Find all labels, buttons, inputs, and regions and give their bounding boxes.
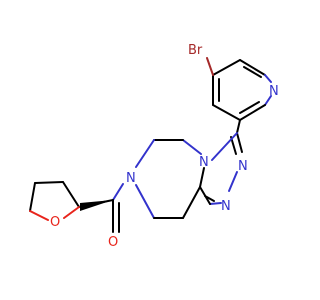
bond	[182, 139, 202, 155]
bond	[239, 104, 266, 121]
piperazine-nitrogen-label: N	[126, 171, 136, 186]
bromine-label: Br	[188, 43, 203, 58]
piperazine-ring	[135, 139, 202, 219]
bond	[112, 183, 124, 201]
bond	[212, 104, 241, 121]
fused-nitrogen-label: N	[199, 155, 209, 170]
bond	[135, 139, 155, 168]
bond	[34, 181, 64, 184]
molecule-structure: Br N N N N N O O	[29, 43, 279, 250]
bond	[29, 210, 49, 221]
triazole-nitrogen-label: N	[221, 199, 231, 214]
ring-oxygen-label: O	[50, 215, 60, 230]
bond	[236, 132, 243, 153]
bond	[204, 195, 215, 202]
triazole-ring	[199, 132, 243, 205]
bond	[264, 95, 272, 106]
bond	[264, 74, 272, 83]
triazole-nitrogen-label: N	[238, 159, 248, 174]
bond	[62, 181, 80, 208]
bond	[63, 206, 80, 219]
bond	[29, 182, 36, 212]
bond	[239, 59, 266, 76]
tetrahydrofuran-ring	[29, 181, 80, 221]
bond	[206, 57, 214, 76]
bond	[182, 186, 201, 219]
bond	[212, 59, 241, 76]
pyridine-nitrogen-label: N	[269, 84, 279, 99]
bond	[228, 171, 238, 192]
carbonyl-oxygen-label: O	[108, 235, 118, 250]
bond	[199, 167, 205, 188]
bond	[243, 66, 262, 78]
bond	[239, 101, 260, 114]
pyridine-ring	[212, 59, 272, 121]
stereo-wedge	[80, 200, 113, 211]
bond	[211, 132, 238, 161]
bond	[135, 184, 155, 219]
bond	[236, 119, 241, 134]
bond	[209, 202, 222, 205]
